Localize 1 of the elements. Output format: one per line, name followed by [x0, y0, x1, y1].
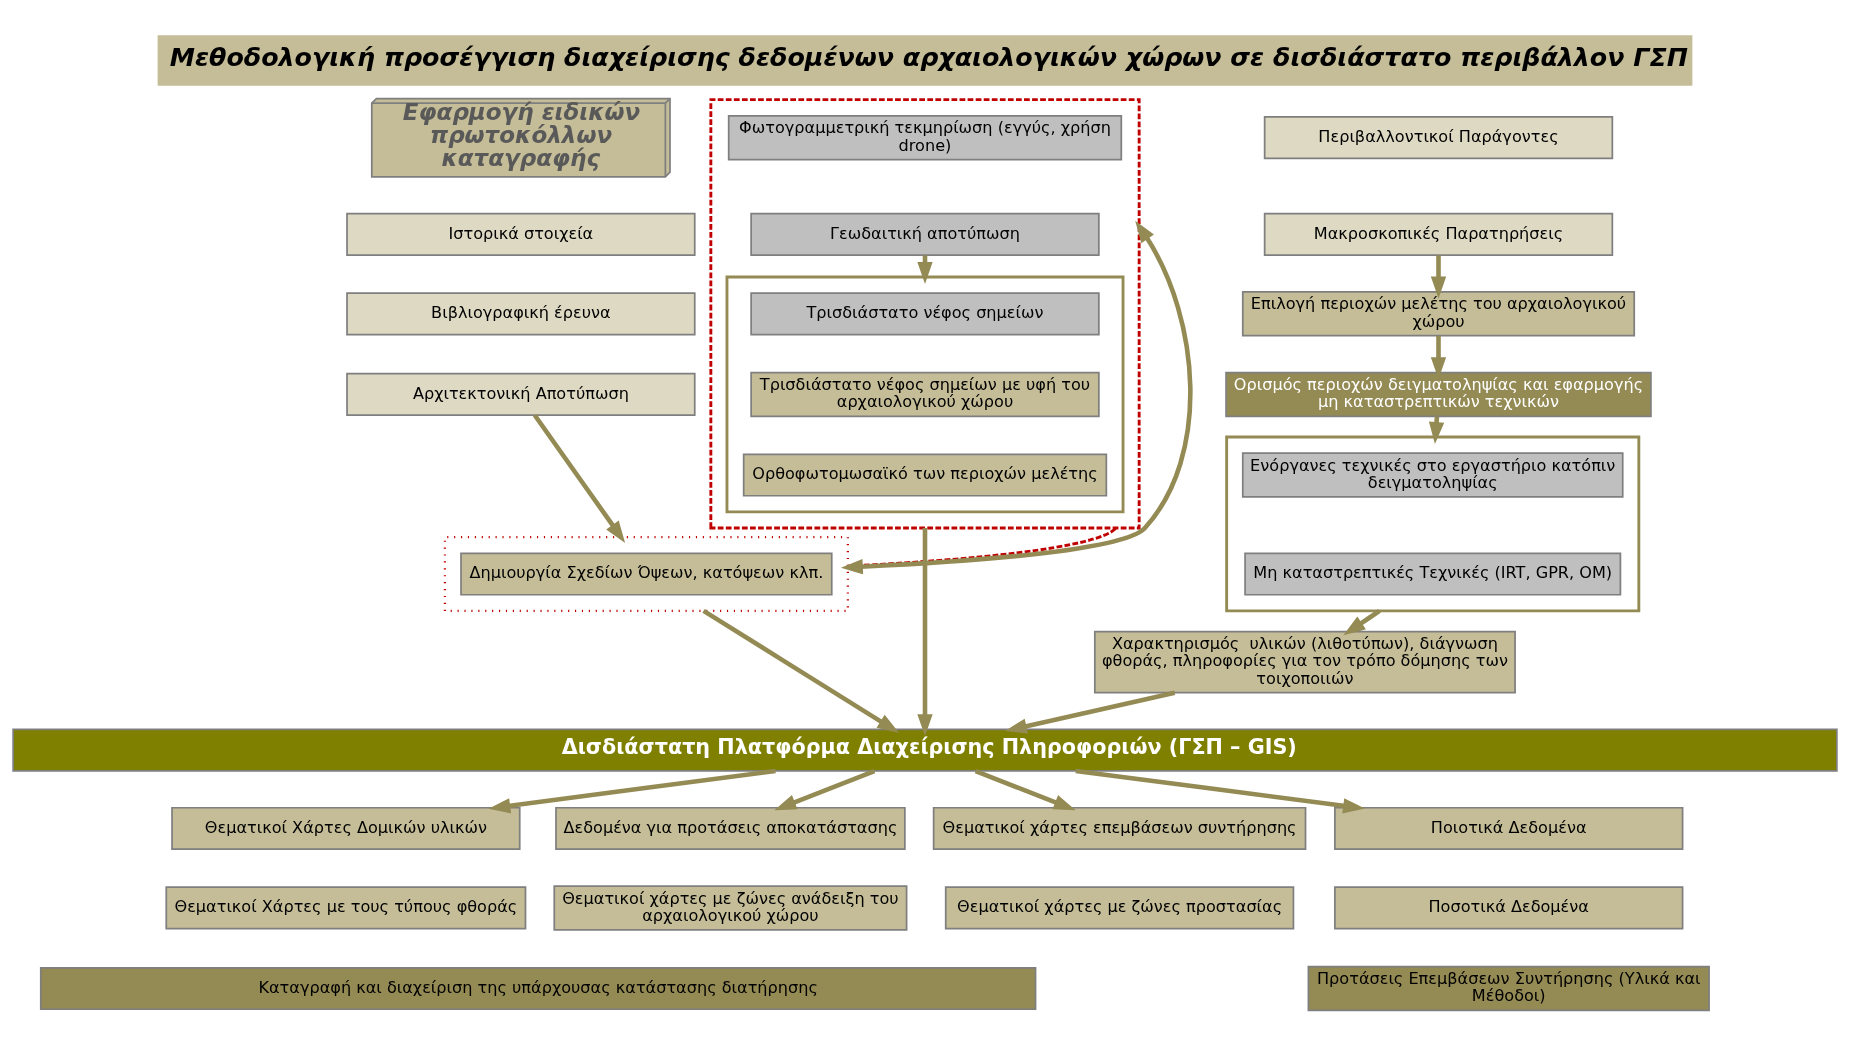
diagram-title: Μεθοδολογική προσέγγιση διαχείρισης δεδομένων αρχαιολογικών χώρων σε δισδιάστατο περιβάλλον ΓΣΠ	[169, 41, 1688, 72]
